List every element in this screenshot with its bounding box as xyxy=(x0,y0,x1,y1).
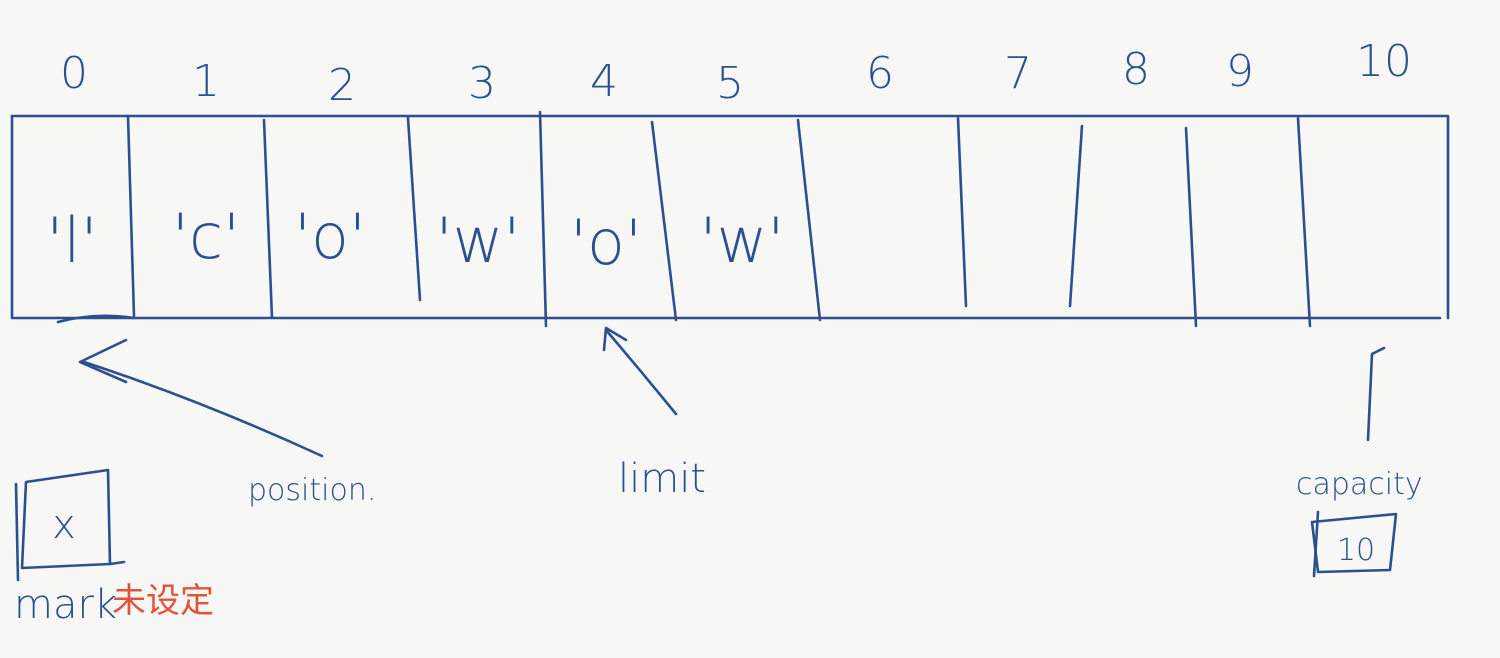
limit-pointer: limit xyxy=(602,326,706,502)
capacity-label: capacity xyxy=(1296,467,1423,502)
index-label-6: 6 xyxy=(866,48,894,99)
cell-2: 'o' xyxy=(294,200,366,273)
index-label-4: 4 xyxy=(590,56,618,107)
index-label-5: 5 xyxy=(716,58,744,109)
position-label: position. xyxy=(248,473,376,508)
cell-values: 'l' 'c' 'o' 'w' 'o' 'w' xyxy=(46,200,784,279)
limit-arrow-head xyxy=(602,326,628,352)
capacity-arrow xyxy=(1366,346,1386,442)
mark-note: 未设定 xyxy=(112,581,214,621)
cell-3: 'w' xyxy=(436,204,521,277)
index-labels: 0 1 2 3 4 5 6 7 8 9 10 xyxy=(60,36,1412,111)
index-label-8: 8 xyxy=(1122,44,1150,95)
position-arrow-line xyxy=(82,360,324,458)
index-label-9: 9 xyxy=(1226,46,1254,97)
capacity-value: 10 xyxy=(1337,533,1375,568)
index-label-1: 1 xyxy=(192,56,220,107)
cell-dividers xyxy=(126,110,1312,328)
limit-label: limit xyxy=(618,456,706,502)
limit-arrow-line xyxy=(604,328,678,416)
cell-0: 'l' xyxy=(46,204,97,277)
position-pointer: position. xyxy=(56,314,376,508)
cell-5: 'w' xyxy=(700,204,785,277)
capacity-pointer: capacity 10 xyxy=(1296,346,1423,578)
mark-indicator: x mark 未设定 xyxy=(14,468,214,628)
cell-4: 'o' xyxy=(570,206,642,279)
mark-label: mark xyxy=(14,582,117,628)
mark-value: x xyxy=(52,502,76,548)
index-label-2: 2 xyxy=(328,60,356,111)
cell-1: 'c' xyxy=(172,200,240,273)
index-label-10: 10 xyxy=(1356,36,1412,87)
index-label-3: 3 xyxy=(468,58,496,109)
position-arrow-head xyxy=(78,338,128,384)
index-label-0: 0 xyxy=(60,48,88,99)
position-underline xyxy=(56,314,136,324)
buffer-outline xyxy=(10,114,1450,320)
index-label-7: 7 xyxy=(1004,48,1032,99)
